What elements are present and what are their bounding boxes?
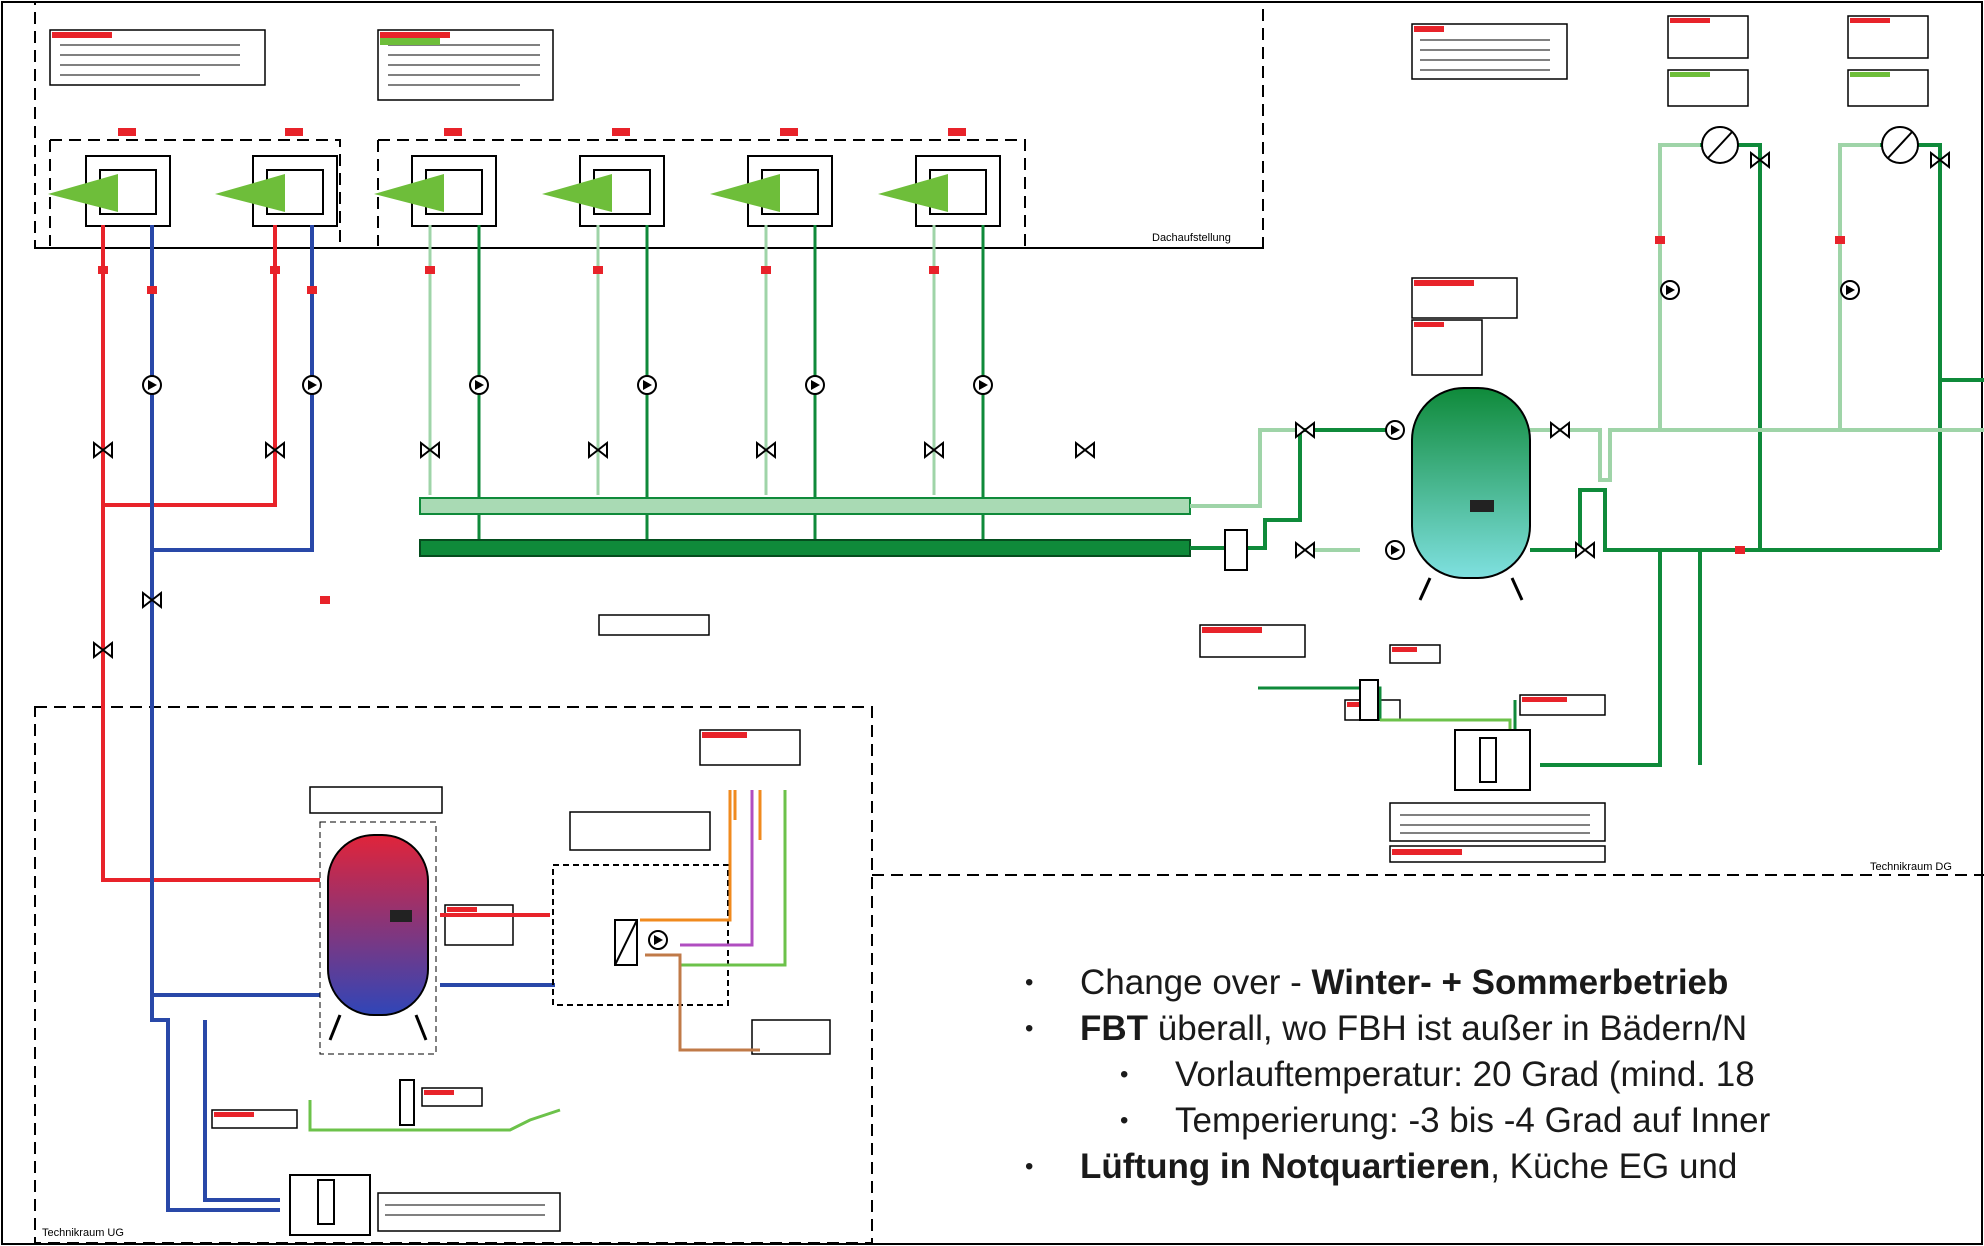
gauge-icon: [1701, 126, 1919, 164]
valve-icon: [93, 152, 1950, 658]
legend-boxes: [49, 15, 1929, 1232]
heat-exchanger-icon: [552, 864, 729, 1006]
secondary-pipes: [308, 790, 787, 1132]
zone-borders: [34, 1, 1984, 1244]
bullet-text: Change over -: [1080, 963, 1312, 1002]
bullet-item: • Lüftung in Notquartieren, Küche EG und: [1025, 1147, 1738, 1186]
filter-icon: [399, 529, 1379, 1126]
bullet-subitem: • Temperierung: -3 bis -4 Grad auf Inner: [1120, 1101, 1771, 1140]
buffer-tank-icon: [1411, 387, 1531, 601]
bullet-item: • FBT überall, wo FBH ist außer in Bäder…: [1025, 1009, 1748, 1048]
zone-label-tech-ug: Technikraum UG: [42, 1227, 124, 1239]
bullet-bold: Winter- + Sommerbetrieb: [1311, 963, 1729, 1002]
hot-water-tank-icon: [319, 821, 437, 1055]
zone-label-tech-dg: Technikraum DG: [1870, 861, 1952, 873]
heat-pump-icon: [47, 155, 1001, 227]
bullet-text: Temperierung: -3 bis -4 Grad auf Inner: [1175, 1101, 1771, 1140]
notes-list: • Change over - Winter- + Sommerbetrieb …: [1010, 960, 1984, 1190]
bullet-bold: FBT: [1080, 1009, 1149, 1048]
supply-header: [419, 539, 1191, 557]
heating-pipes: [101, 225, 555, 1212]
expansion-vessel-icon: [289, 729, 1531, 1236]
bullet-item: • Change over - Winter- + Sommerbetrieb: [1025, 963, 1729, 1002]
return-header: [419, 497, 1191, 515]
bullet-rest: , Küche EG und: [1490, 1147, 1738, 1186]
bullet-bold: Lüftung in Notquartieren: [1080, 1147, 1491, 1186]
bullet-rest: überall, wo FBH ist außer in Bädern/N: [1148, 1009, 1748, 1048]
buffer-pipes: [1190, 143, 1984, 767]
zone-label-roof: Dachaufstellung: [1152, 232, 1231, 244]
bullet-subitem: • Vorlauftemperatur: 20 Grad (mind. 18: [1120, 1055, 1755, 1094]
bullet-text: Vorlauftemperatur: 20 Grad (mind. 18: [1175, 1055, 1755, 1094]
